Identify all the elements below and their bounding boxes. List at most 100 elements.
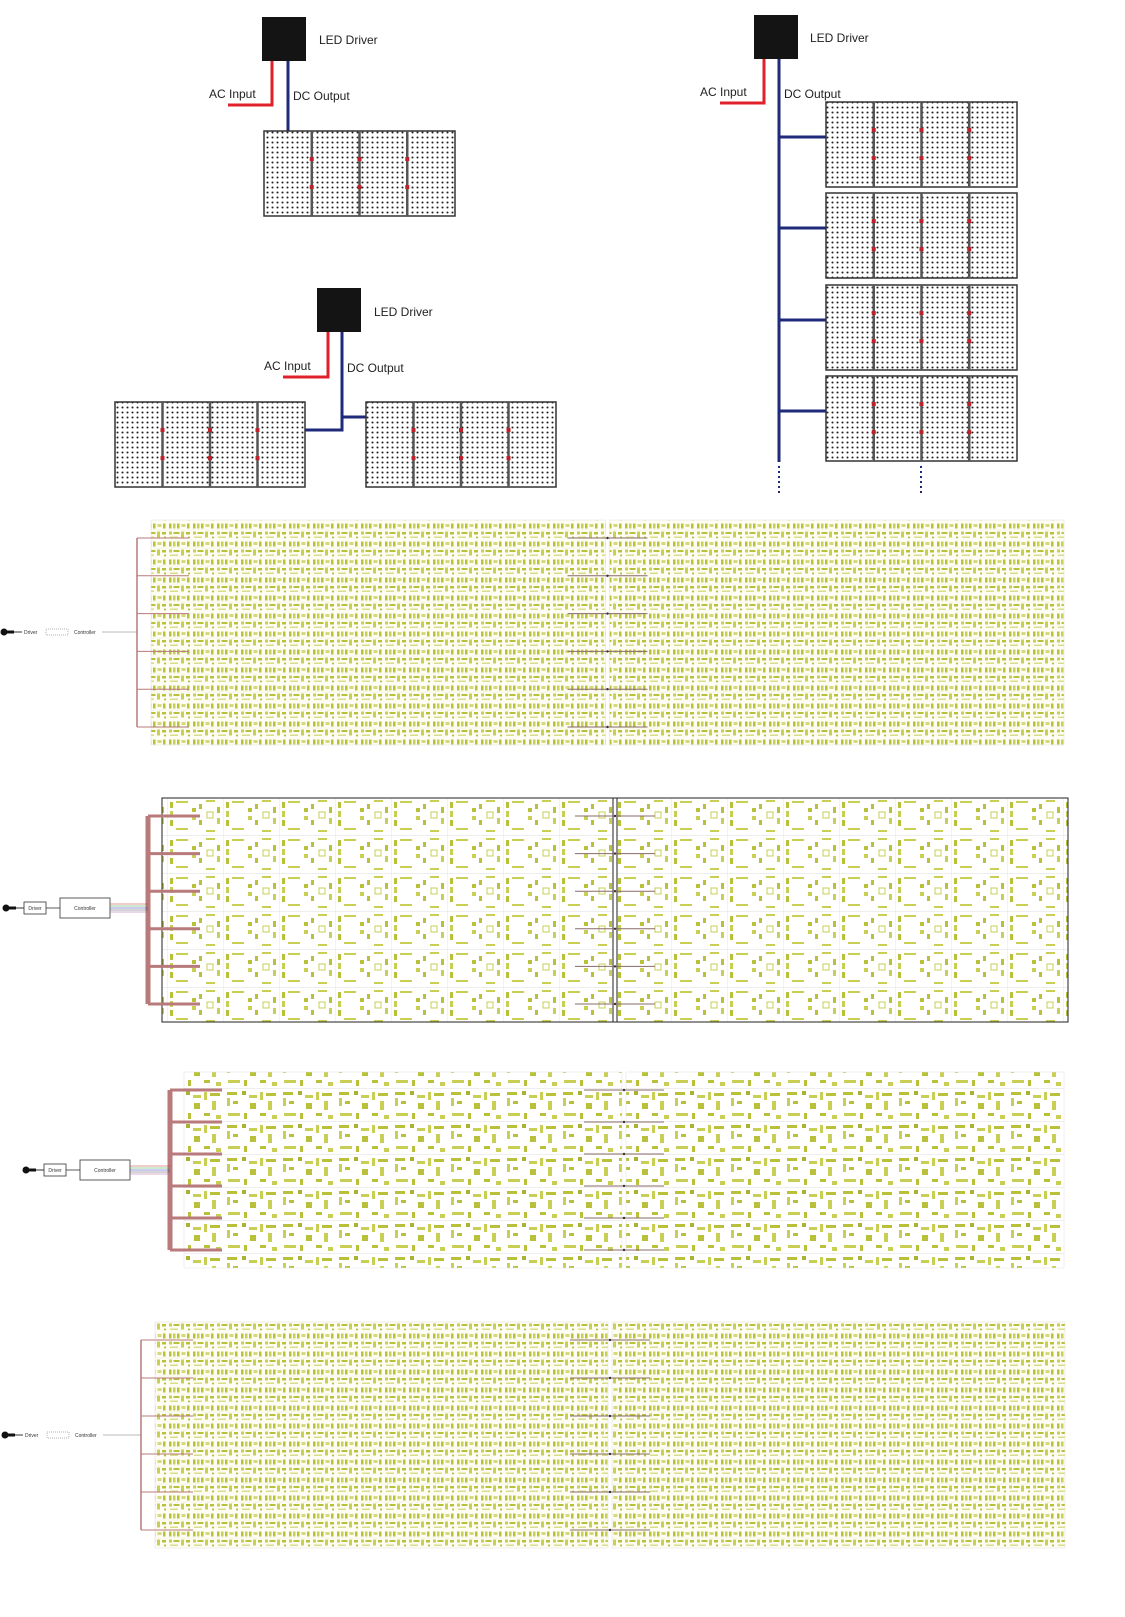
jumper-connector: [622, 1184, 626, 1188]
ac-input-wire: [228, 61, 274, 107]
jumper-connector: [613, 890, 617, 893]
connector-icon: [46, 1431, 70, 1439]
jumper-connector: [608, 1376, 612, 1380]
connector-marker: [160, 428, 165, 433]
driver-label: Driver: [48, 1168, 62, 1174]
plug-cord: [8, 906, 16, 910]
pcb-outer-frame: [161, 797, 1069, 1023]
plug-cord: [6, 630, 14, 634]
ac-input-wire: [720, 59, 766, 105]
led-driver-label: LED Driver: [810, 31, 869, 45]
connector-marker: [871, 311, 876, 316]
connector-marker: [871, 402, 876, 407]
connector-marker: [255, 456, 260, 461]
pcb-half-left: [154, 1321, 609, 1549]
connector-marker: [459, 428, 463, 433]
pcb-block-3: Driver Controller: [22, 1071, 1065, 1269]
controller-label: Controller: [94, 1168, 116, 1174]
connector-marker: [208, 428, 212, 433]
connector-marker: [967, 402, 972, 407]
connector-marker: [459, 456, 463, 461]
dc-output-label: DC Output: [293, 89, 350, 103]
jumper-connector: [608, 1414, 612, 1418]
diagram-single-panel: LED Driver AC Input DC Output: [209, 17, 456, 217]
pcb-half-right: [611, 1321, 1066, 1549]
connector-marker: [506, 428, 511, 433]
jumper-connector: [622, 1088, 626, 1092]
connector-marker: [405, 157, 410, 162]
pcb-half-left: [161, 797, 614, 1023]
plug-icon: [2, 904, 10, 912]
jumper-connector: [613, 1002, 617, 1006]
pcb-half-right: [616, 797, 1069, 1023]
connector-marker: [919, 311, 924, 316]
connector-marker: [919, 219, 924, 224]
connector-marker: [919, 402, 924, 407]
pcb-half-right: [609, 519, 1065, 746]
jumper-connector: [606, 536, 609, 540]
pcb-half-right: [625, 1071, 1065, 1269]
jumper-connector: [613, 965, 617, 968]
led-driver-box: [262, 17, 306, 61]
led-panel: [825, 284, 1018, 371]
pcb-block-4: Driver Controller: [1, 1321, 1066, 1549]
jumper-connector: [622, 1152, 626, 1156]
jumper-connector: [608, 1490, 612, 1494]
connector-marker: [871, 128, 876, 133]
jumper-connector: [613, 927, 617, 930]
connector-marker: [919, 339, 924, 344]
connector-marker: [919, 156, 924, 161]
connector-marker: [967, 219, 972, 224]
pcb-half-left: [150, 519, 606, 746]
jumper-connector: [622, 1216, 626, 1220]
led-driver-label: LED Driver: [319, 33, 378, 47]
connector-marker: [967, 247, 972, 252]
connector-marker: [919, 430, 924, 435]
plug-icon: [0, 628, 8, 636]
plug-cord: [28, 1168, 36, 1172]
connector-marker: [919, 128, 924, 133]
controller-label: Controller: [75, 1433, 97, 1439]
dc-output-wire: [305, 332, 344, 432]
plug-icon: [1, 1431, 9, 1439]
pcb-half-left: [183, 1071, 623, 1269]
led-panel: [263, 130, 456, 217]
connector-marker: [967, 430, 972, 435]
connector-marker: [967, 311, 972, 316]
ac-input-label: AC Input: [209, 87, 256, 101]
driver-label: Driver: [25, 1433, 39, 1439]
dc-output-label: DC Output: [784, 87, 841, 101]
ac-input-label: AC Input: [700, 85, 747, 99]
jumper-connector: [606, 650, 609, 653]
connector-marker: [357, 185, 362, 190]
jumper-connector: [613, 852, 617, 855]
driver-label: Driver: [28, 906, 42, 912]
connector-marker: [309, 185, 314, 190]
jumper-connector: [622, 1248, 626, 1252]
jumper-connector: [622, 1120, 626, 1124]
led-panel: [825, 192, 1018, 279]
led-panel: [114, 401, 306, 488]
dc-output-label: DC Output: [347, 361, 404, 375]
jumper-connector: [606, 574, 609, 577]
connector-icon: [45, 628, 69, 636]
connector-marker: [871, 219, 876, 224]
connector-marker: [411, 428, 416, 433]
ac-input-label: AC Input: [264, 359, 311, 373]
plug-icon: [22, 1166, 30, 1174]
jumper-connector: [613, 814, 617, 818]
led-driver-box: [317, 288, 361, 332]
controller-label: Controller: [74, 630, 96, 636]
plug-cord: [7, 1433, 15, 1437]
connector-marker: [309, 157, 314, 162]
jumper-connector: [608, 1528, 612, 1532]
connector-marker: [871, 430, 876, 435]
driver-label: Driver: [24, 630, 38, 636]
led-driver-box: [754, 15, 798, 59]
jumper-connector: [608, 1338, 612, 1342]
connector-marker: [967, 339, 972, 344]
connector-marker: [506, 456, 511, 461]
